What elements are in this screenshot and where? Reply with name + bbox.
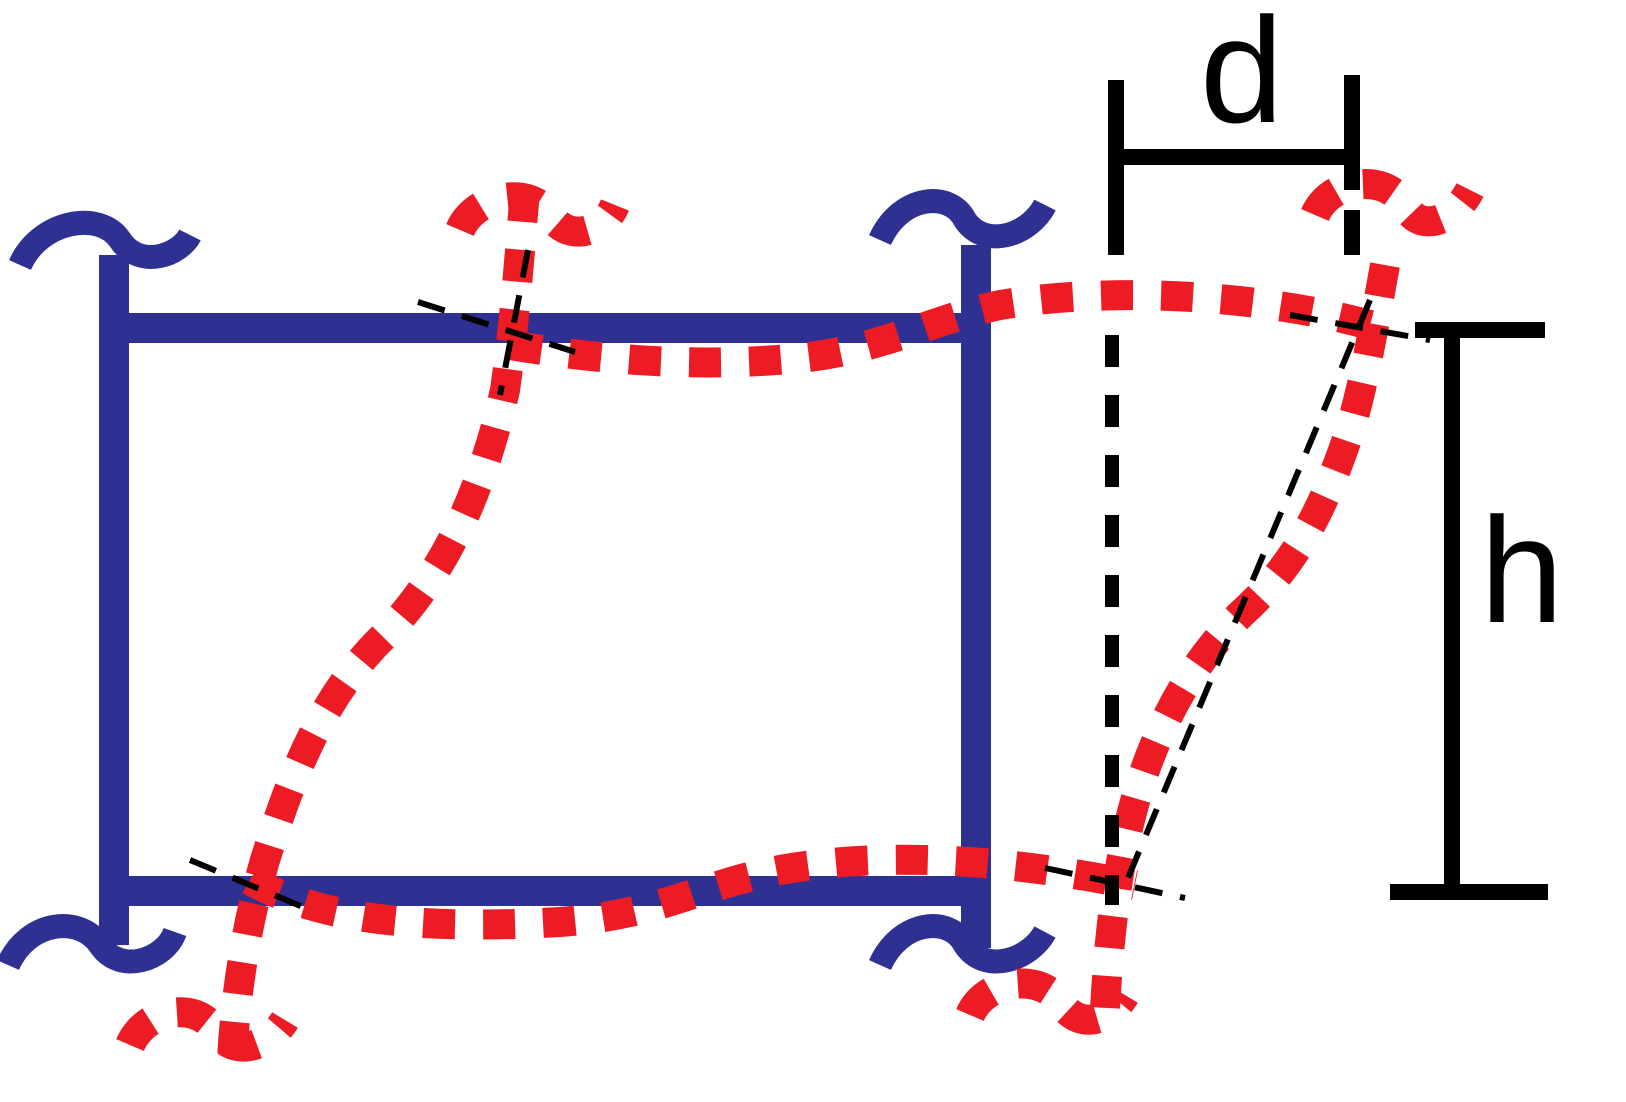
drift-label: d [1200,0,1283,154]
tangent-top-right [1289,312,1431,343]
chord-lines [188,249,1431,913]
break-symbol-bottom-right [869,914,1056,974]
tangent-top-left [417,299,576,355]
tangent-left-column-top [497,249,531,396]
drift-dimension [1108,75,1360,255]
break-symbol-bottom-left [0,914,187,974]
deformed-break-top-right [1301,169,1484,237]
tangent-bottom-left [188,857,312,913]
height-label: h [1480,486,1563,654]
deformed-top-beam [507,280,1374,378]
break-symbols [0,189,1056,974]
deformed-bottom-beam [242,844,1138,940]
deformed-break-bottom-left [116,997,298,1062]
height-dimension [1390,322,1548,900]
deformed-right-column [1090,262,1400,1011]
tangent-right-column [1122,298,1373,887]
deformed-break-bottom-right [956,968,1138,1035]
break-symbol-top-left [9,210,201,271]
undeformed-frame [99,245,991,948]
break-symbol-top-right [869,189,1056,249]
